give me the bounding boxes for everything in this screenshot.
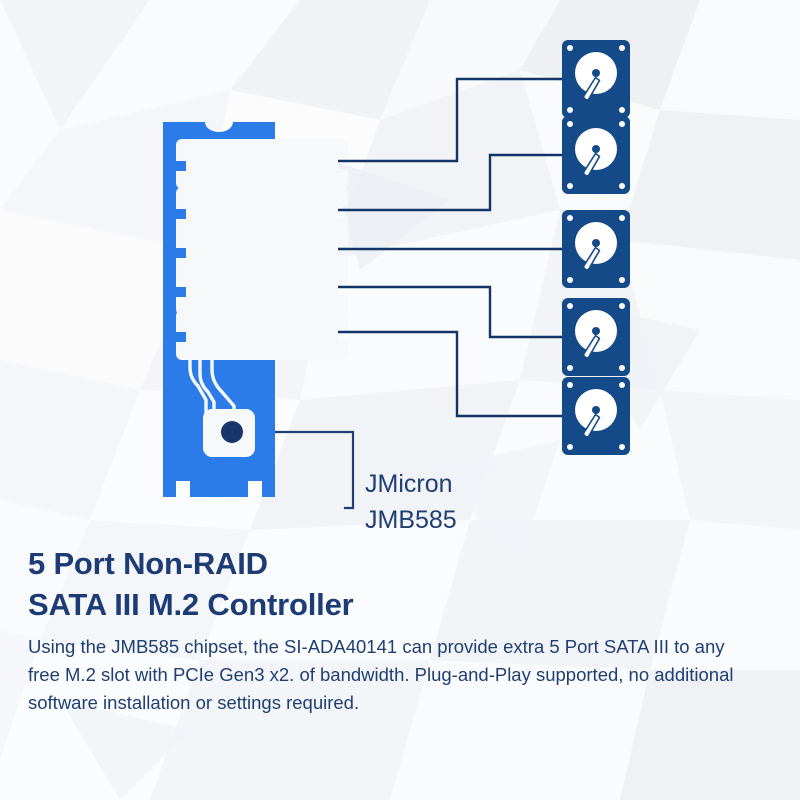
hard-drives	[561, 39, 631, 456]
chip-vendor-text: JMicron	[365, 470, 453, 498]
headline-line-1: 5 Port Non-RAID	[28, 546, 268, 581]
hard-drive-2[interactable]	[561, 115, 631, 195]
headline-line-2: SATA III M.2 Controller	[28, 587, 354, 622]
hard-drive-4[interactable]	[561, 297, 631, 377]
pcb-traces	[188, 346, 236, 420]
sata-port-1[interactable]	[176, 310, 348, 360]
hard-drive-1[interactable]	[561, 39, 631, 119]
connector-line-1	[256, 77, 564, 163]
sata-port-2[interactable]	[176, 265, 348, 315]
product-text-block: 5 Port Non-RAID SATA III M.2 Controller …	[28, 543, 772, 717]
sata-port-5[interactable]	[176, 139, 348, 189]
jmb585-chip[interactable]	[203, 409, 255, 457]
hard-drive-5[interactable]	[561, 376, 631, 456]
product-description: Using the JMB585 chipset, the SI-ADA4014…	[28, 636, 734, 713]
sata-ports	[176, 139, 348, 360]
connector-line-4	[256, 285, 564, 339]
chip-callout-label: JMicron JMB585	[365, 466, 457, 538]
chip-callout-line	[231, 430, 355, 510]
connector-line-2	[256, 153, 564, 212]
hard-drive-3[interactable]	[561, 209, 631, 289]
m2-controller-card[interactable]	[163, 122, 348, 497]
connector-lines	[256, 77, 564, 418]
chip-model-text: JMB585	[365, 506, 457, 534]
connector-line-5	[256, 330, 564, 418]
chip-marker-dot	[221, 421, 243, 443]
